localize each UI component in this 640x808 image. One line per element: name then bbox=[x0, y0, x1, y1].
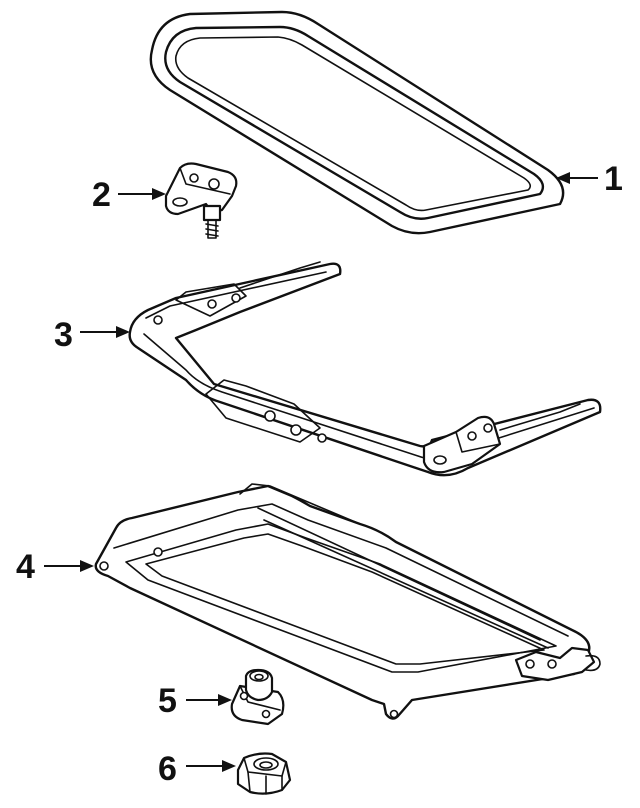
part-2-bracket bbox=[164, 162, 238, 239]
callout-1: 1 bbox=[604, 160, 623, 198]
leader-line-3 bbox=[80, 326, 130, 338]
leader-line-2 bbox=[118, 188, 166, 200]
callout-6: 6 bbox=[158, 750, 177, 788]
leader-line-6 bbox=[186, 760, 236, 772]
callout-3: 3 bbox=[54, 316, 73, 354]
callout-4: 4 bbox=[16, 548, 35, 586]
leader-line-5 bbox=[186, 694, 232, 706]
part-6-nut bbox=[236, 752, 292, 795]
callout-2: 2 bbox=[92, 176, 111, 214]
part-3-mechanism-frame bbox=[128, 261, 602, 477]
leader-line-1 bbox=[556, 172, 598, 184]
part-1-glass-seal bbox=[149, 10, 565, 235]
callout-5: 5 bbox=[158, 682, 177, 720]
leader-line-4 bbox=[44, 560, 94, 572]
part-4-housing-tray bbox=[94, 483, 601, 720]
part-5-nut-plate bbox=[230, 668, 285, 726]
